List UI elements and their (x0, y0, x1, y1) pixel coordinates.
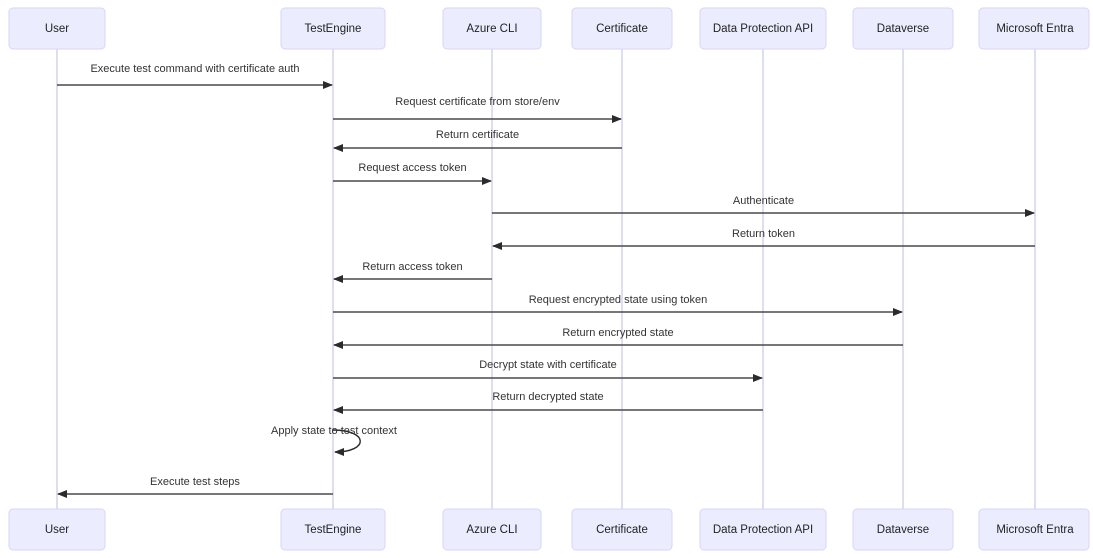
message-label: Return decrypted state (492, 391, 603, 403)
participant-top-cert[interactable]: Certificate (571, 7, 673, 50)
participant-box (571, 7, 673, 50)
participant-top-azcli[interactable]: Azure CLI (442, 7, 542, 50)
participant-box (852, 7, 954, 50)
participant-label: Dataverse (877, 524, 929, 536)
message-5[interactable]: Authenticate (492, 195, 1035, 217)
message-6[interactable]: Return token (492, 228, 1035, 250)
lifelines-layer (56, 49, 1036, 509)
participant-box (571, 508, 673, 551)
participants-top-layer: User TestEngine Azure CLI Certificate Data P… (8, 7, 1090, 50)
message-label: Execute test steps (150, 476, 240, 488)
participant-label: Dataverse (877, 23, 929, 35)
participant-box (280, 7, 386, 50)
participant-label: Microsoft Entra (996, 23, 1074, 35)
message-1[interactable]: Execute test command with certificate au… (57, 63, 333, 89)
participant-top-dpapi[interactable]: Data Protection API (699, 7, 827, 50)
message-12[interactable]: Apply state to test context (271, 425, 397, 456)
message-label: Request encrypted state using token (529, 294, 708, 306)
participant-box (442, 508, 542, 551)
message-label: Request certificate from store/env (395, 96, 560, 108)
participant-label: User (45, 524, 69, 536)
message-9[interactable]: Return encrypted state (333, 327, 903, 349)
message-4[interactable]: Request access token (333, 162, 492, 185)
participant-box (442, 7, 542, 50)
participant-label: Microsoft Entra (996, 524, 1074, 536)
message-7[interactable]: Return access token (333, 261, 492, 283)
participant-label: Certificate (596, 524, 648, 536)
message-11[interactable]: Return decrypted state (333, 391, 763, 414)
participant-box (978, 7, 1090, 50)
message-label: Return token (732, 228, 795, 240)
message-2[interactable]: Request certificate from store/env (333, 96, 622, 123)
message-8[interactable]: Request encrypted state using token (333, 294, 903, 316)
participant-top-dvs[interactable]: Dataverse (852, 7, 954, 50)
message-label: Apply state to test context (271, 425, 397, 437)
message-3[interactable]: Return certificate (333, 129, 622, 152)
participant-bottom-engine[interactable]: TestEngine (280, 508, 386, 551)
message-self-loop (332, 429, 361, 456)
participant-box (8, 7, 106, 50)
participants-bottom-layer: User TestEngine Azure CLI Certificate Data P… (8, 508, 1090, 551)
message-label: Decrypt state with certificate (479, 359, 617, 371)
participant-label: Data Protection API (713, 524, 813, 536)
participant-label: TestEngine (305, 23, 362, 35)
participant-top-engine[interactable]: TestEngine (280, 7, 386, 50)
participant-bottom-dpapi[interactable]: Data Protection API (699, 508, 827, 551)
participant-label: User (45, 23, 69, 35)
participant-box (8, 508, 106, 551)
participant-box (699, 7, 827, 50)
participant-label: TestEngine (305, 524, 362, 536)
participant-top-entra[interactable]: Microsoft Entra (978, 7, 1090, 50)
participant-box (978, 508, 1090, 551)
message-label: Request access token (358, 162, 466, 174)
participant-bottom-azcli[interactable]: Azure CLI (442, 508, 542, 551)
participant-bottom-dvs[interactable]: Dataverse (852, 508, 954, 551)
message-label: Return encrypted state (562, 327, 673, 339)
participant-label: Data Protection API (713, 23, 813, 35)
participant-box (852, 508, 954, 551)
message-10[interactable]: Decrypt state with certificate (333, 359, 763, 382)
message-label: Return access token (362, 261, 462, 273)
participant-top-user[interactable]: User (8, 7, 106, 50)
message-13[interactable]: Execute test steps (57, 476, 333, 498)
participant-label: Certificate (596, 23, 648, 35)
participant-bottom-entra[interactable]: Microsoft Entra (978, 508, 1090, 551)
message-label: Return certificate (436, 129, 519, 141)
participant-label: Azure CLI (466, 23, 517, 35)
message-label: Authenticate (733, 195, 794, 207)
participant-box (699, 508, 827, 551)
participant-box (280, 508, 386, 551)
participant-bottom-cert[interactable]: Certificate (571, 508, 673, 551)
participant-label: Azure CLI (466, 524, 517, 536)
messages-layer: Execute test command with certificate au… (57, 63, 1035, 498)
participant-bottom-user[interactable]: User (8, 508, 106, 551)
message-label: Execute test command with certificate au… (90, 63, 299, 75)
